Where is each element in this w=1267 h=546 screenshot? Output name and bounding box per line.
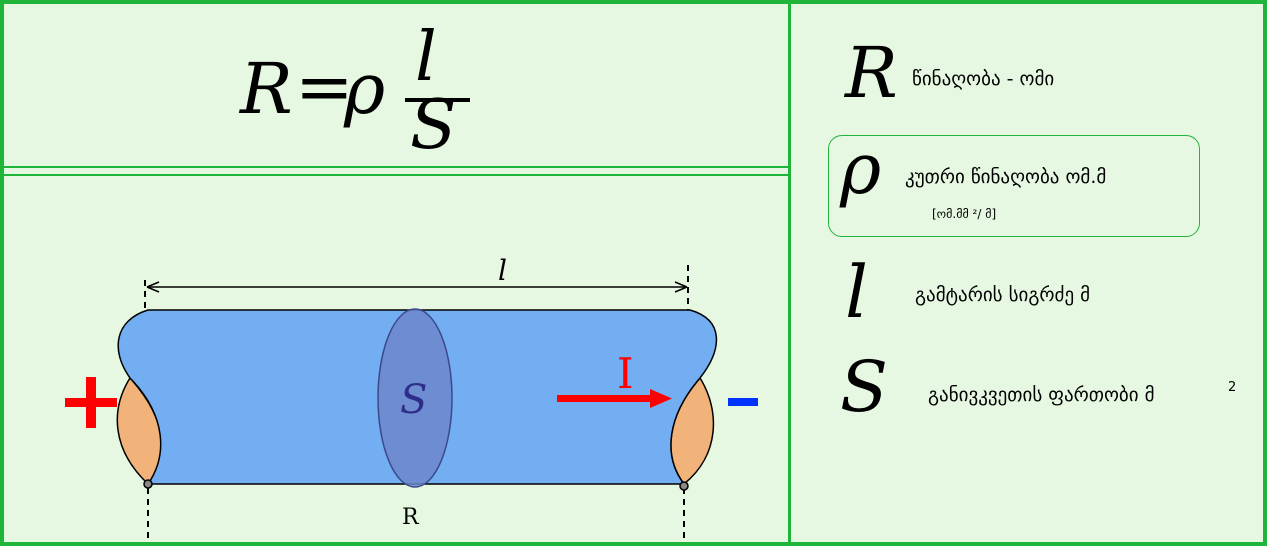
- divider-vertical: [788, 0, 791, 546]
- formula-fraction-bar: [405, 98, 470, 102]
- legend-symbol-r: R: [845, 32, 898, 114]
- divider-horizontal-bottom: [0, 174, 791, 176]
- legend-symbol-rho: ρ: [840, 128, 882, 210]
- divider-horizontal-top: [0, 166, 791, 168]
- length-label: l: [498, 254, 507, 287]
- legend-text-rho: კუთრი წინაღობა ომ.მ: [905, 166, 1107, 188]
- conductor-diagram: l S I R: [65, 254, 758, 540]
- area-label: S: [400, 377, 427, 423]
- length-arrow-right: [674, 281, 688, 293]
- legend-symbol-l: l: [845, 250, 869, 334]
- formula-area: S: [410, 86, 457, 165]
- current-arrow-shaft: [557, 395, 655, 402]
- formula-length: l: [415, 18, 437, 97]
- left-contact: [143, 479, 153, 489]
- right-contact: [679, 481, 689, 491]
- formula-resistance: R: [240, 48, 293, 130]
- formula-equals: =: [295, 46, 354, 128]
- current-arrow-head: [650, 389, 672, 408]
- legend-text-r: წინაღობა - ომი: [912, 68, 1055, 90]
- legend-superscript-s: 2: [1228, 380, 1237, 395]
- current-label: I: [617, 349, 634, 398]
- legend-text-s: განივკვეთის ფართობი მ: [928, 384, 1155, 406]
- legend-text-l: გამტარის სიგრძე მ: [915, 284, 1091, 306]
- formula-resistivity: ρ: [344, 48, 386, 130]
- legend-resistivity-box: [828, 135, 1200, 237]
- cross-section-ellipse: [377, 308, 453, 488]
- length-arrow-left: [146, 281, 160, 293]
- resistance-label: R: [402, 505, 420, 530]
- legend-symbol-s: S: [840, 346, 888, 428]
- minus-bar: [728, 398, 758, 406]
- legend-subtext-rho: [ომ.მმ ²/ მ]: [932, 207, 997, 221]
- plus-vertical: [86, 377, 96, 428]
